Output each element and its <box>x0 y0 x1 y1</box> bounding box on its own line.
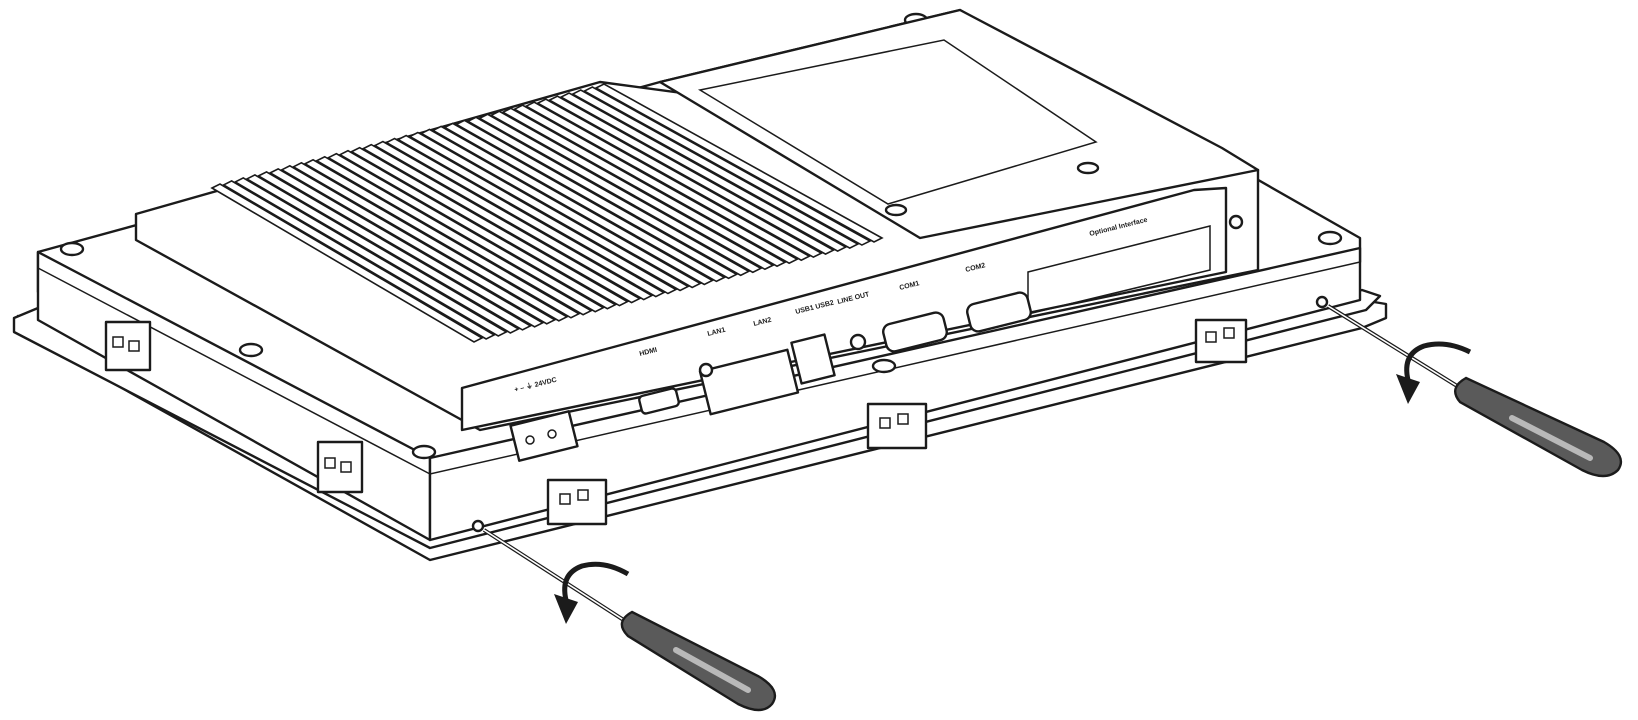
heatsink-fin <box>512 104 799 265</box>
label-hdmi: HDMI <box>639 347 658 358</box>
heatsink-fin <box>582 86 872 246</box>
heatsink-fin <box>396 134 678 295</box>
heatsink-fin <box>408 131 690 292</box>
heatsink-fin <box>559 92 848 252</box>
heatsink-fin <box>361 143 642 304</box>
heatsink-fin <box>291 161 569 322</box>
io-ports <box>509 214 1244 462</box>
screw-left <box>471 519 485 533</box>
heatsink-fin <box>536 98 824 259</box>
heatsink-fin <box>280 164 557 325</box>
heatsink-fin <box>315 155 593 316</box>
heatsink-fin <box>373 140 654 301</box>
heatsink-fin <box>419 128 702 289</box>
heatsink-fins <box>210 83 884 343</box>
heatsink-fin <box>454 119 739 280</box>
heatsink-fin <box>571 89 860 249</box>
heatsink-fin <box>466 116 751 277</box>
screwdriver-handle <box>1454 376 1623 478</box>
heatsink-fin <box>431 125 715 286</box>
hdmi-port <box>638 387 680 415</box>
heatsink-fin <box>233 177 508 337</box>
label-com1: COM1 <box>899 280 920 292</box>
heatsink-fin <box>384 137 666 298</box>
label-com2: COM2 <box>965 262 986 274</box>
heatsink-fin <box>303 158 581 319</box>
heatsink-fin <box>256 170 533 331</box>
heatsink-fin <box>326 152 605 313</box>
heatsink-fin <box>349 146 630 307</box>
line-out-jack <box>849 333 867 351</box>
clamp-slots <box>104 318 1248 526</box>
heatsink-fin <box>594 83 884 243</box>
lan-ports <box>698 348 800 416</box>
heatsink-fin <box>338 149 618 310</box>
com2-port <box>966 291 1032 333</box>
label-lan1: LAN1 <box>707 327 727 338</box>
screwdriver-right <box>1315 295 1623 478</box>
screw-right <box>1315 295 1329 309</box>
rotate-arrow-icon <box>562 561 630 601</box>
heatsink-fin <box>524 101 811 262</box>
heatsink-fin <box>501 107 787 268</box>
heatsink-fin <box>245 173 521 334</box>
heatsink-fin <box>477 113 763 274</box>
usb-ports <box>790 333 836 385</box>
com1-port <box>882 311 948 353</box>
screwdriver-left <box>471 519 777 712</box>
power-terminal <box>509 410 579 462</box>
label-lan2: LAN2 <box>753 317 773 328</box>
heatsink-fin <box>268 167 545 328</box>
rotate-arrow-icon <box>1404 341 1472 381</box>
heatsink-fin <box>443 122 727 283</box>
heatsink-fin <box>210 183 484 343</box>
heatsink-fin <box>221 180 496 340</box>
heatsink-fin <box>489 110 775 271</box>
heatsink-fin <box>547 95 836 256</box>
